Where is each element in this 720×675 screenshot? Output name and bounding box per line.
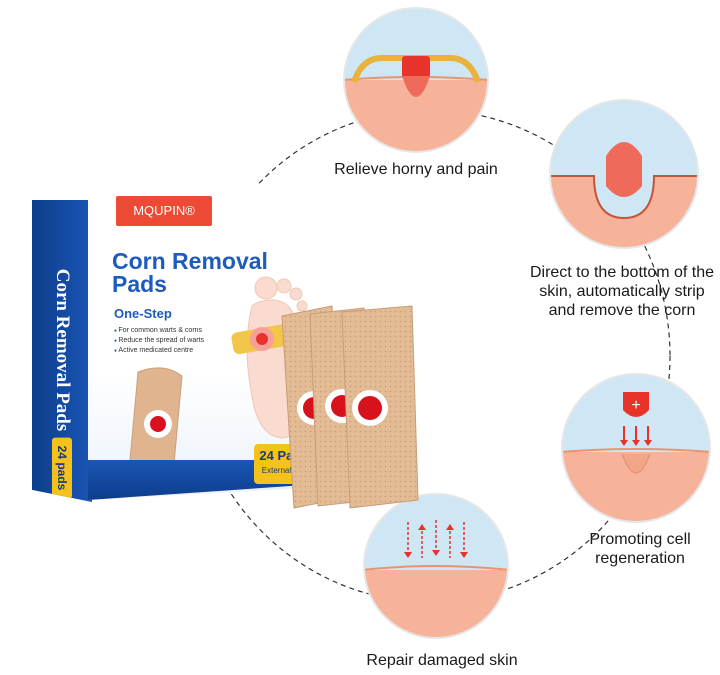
svg-text:+: + [631,397,640,414]
step1-caption: Relieve horny and pain [334,161,498,178]
feature-item: Active medicated centre [114,346,204,356]
brand-logo: MQUPIN® [116,196,212,226]
step1-illustration [343,7,489,153]
side-count-badge: 24 pads [52,437,72,499]
product-title: Corn Removal Pads [112,248,268,297]
feature-item: Reduce the spread of warts [114,336,204,346]
step3-illustration: + [561,373,711,523]
feature-item: For common warts & corns [114,326,204,336]
step-label: One-Step [114,306,172,321]
pad-strip [341,305,419,509]
step3-caption: Promoting cell regeneration [589,531,691,567]
pad-strips [281,305,419,509]
step4-illustration [363,493,509,639]
box-side-panel: Corn Removal Pads 24 pads [32,200,92,502]
side-title: Corn Removal Pads [52,268,73,432]
step4-caption: Repair damaged skin [366,652,518,669]
feature-list: For common warts & corns Reduce the spre… [114,326,204,356]
product-box: Corn Removal Pads 24 pads MQUPIN® Corn R… [32,182,320,502]
step2-caption: Direct to the bottom of the skin, automa… [529,264,715,319]
step2-illustration [549,99,699,249]
box-pad-illustration [129,367,183,467]
external-use-label: External use [261,466,307,475]
